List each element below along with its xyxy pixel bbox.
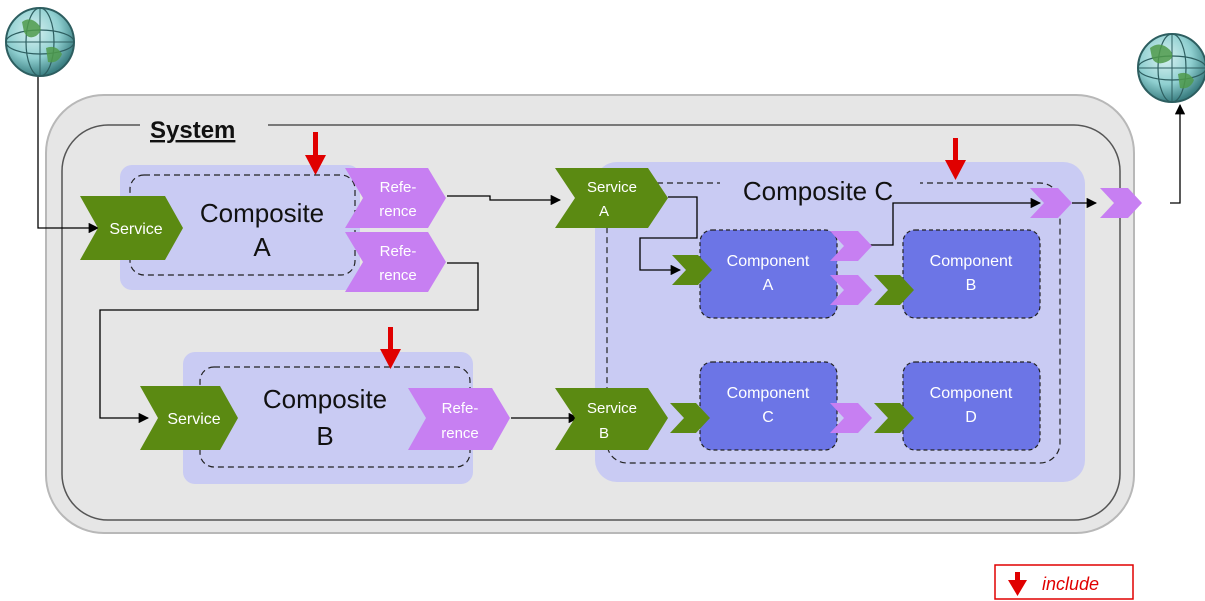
composite-b-letter: B <box>316 421 333 451</box>
reference-b-line2: rence <box>441 425 479 442</box>
component-a[interactable]: Component A <box>699 229 838 319</box>
composite-a-title: Composite <box>200 198 324 228</box>
reference-a2-line1: Refe- <box>380 243 417 260</box>
include-arrow-icon <box>945 138 966 180</box>
wire-ref-a1-to-service-c-a <box>447 194 562 206</box>
component-d-letter: D <box>965 409 977 426</box>
reference-chevron-component-a-top <box>830 231 872 261</box>
reference-a2-line2: rence <box>379 267 417 284</box>
component-a-label: Component <box>727 253 810 270</box>
component-a-letter: A <box>763 277 774 294</box>
component-c[interactable]: Component C <box>699 361 838 451</box>
composite-a-letter: A <box>253 232 271 262</box>
reference-chevron-system <box>1100 188 1142 218</box>
include-arrow-icon <box>305 132 326 175</box>
component-b-letter: B <box>966 277 977 294</box>
service-c-a-line2: A <box>599 203 609 220</box>
service-c-b[interactable]: Service B <box>555 388 668 450</box>
component-c-label: Component <box>727 385 810 402</box>
wire-service-c-a-to-component-a <box>639 196 698 276</box>
service-c-b-line2: B <box>599 425 609 442</box>
connector-chevrons <box>670 188 1142 433</box>
service-chevron-component-d <box>874 403 914 433</box>
include-legend-icon <box>1008 572 1027 596</box>
service-chevron-component-b <box>874 275 914 305</box>
service-a-left-label: Service <box>109 221 162 238</box>
reference-a2[interactable]: Refe- rence <box>345 232 446 292</box>
reference-chevron-composite-c <box>1030 188 1072 218</box>
service-chevron-component-c <box>670 403 710 433</box>
component-d-label: Component <box>930 385 1013 402</box>
composite-b-title: Composite <box>263 384 387 414</box>
reference-a1[interactable]: Refe- rence <box>345 168 446 228</box>
reference-a1-line2: rence <box>379 203 417 220</box>
wire-ref-to-globe <box>1170 103 1186 204</box>
system-title: System <box>150 117 235 144</box>
reference-b-line1: Refe- <box>442 400 479 417</box>
include-arrow-icon <box>380 327 401 369</box>
legend-label: include <box>1042 574 1099 594</box>
wire-component-a-to-composite-ref <box>870 197 1042 246</box>
wire-ref-a2-to-service-b <box>99 262 479 424</box>
service-c-a-line1: Service <box>587 179 637 196</box>
reference-chevron-component-a-bottom <box>830 275 872 305</box>
composite-b[interactable]: Composite B <box>183 352 473 484</box>
service-a-left[interactable]: Service <box>80 196 183 260</box>
legend: include <box>994 564 1134 600</box>
composite-a[interactable]: Composite A <box>120 165 360 290</box>
wires <box>37 75 1186 424</box>
service-c-b-line1: Service <box>587 400 637 417</box>
component-d[interactable]: Component D <box>902 361 1041 451</box>
component-b-label: Component <box>930 253 1013 270</box>
globe-icon <box>1137 33 1205 103</box>
service-chevron-component-a <box>672 255 712 285</box>
composite-c-title: Composite C <box>743 176 893 206</box>
component-b[interactable]: Component B <box>902 229 1041 319</box>
reference-b[interactable]: Refe- rence <box>408 388 510 450</box>
service-b-left-label: Service <box>167 411 220 428</box>
reference-chevron-component-c <box>830 403 872 433</box>
component-c-letter: C <box>762 409 774 426</box>
wire-globe-to-service-a <box>37 75 100 234</box>
globe-icon <box>5 7 75 77</box>
service-c-a[interactable]: Service A <box>555 168 668 228</box>
reference-a1-line1: Refe- <box>380 179 417 196</box>
service-b-left[interactable]: Service <box>140 386 238 450</box>
